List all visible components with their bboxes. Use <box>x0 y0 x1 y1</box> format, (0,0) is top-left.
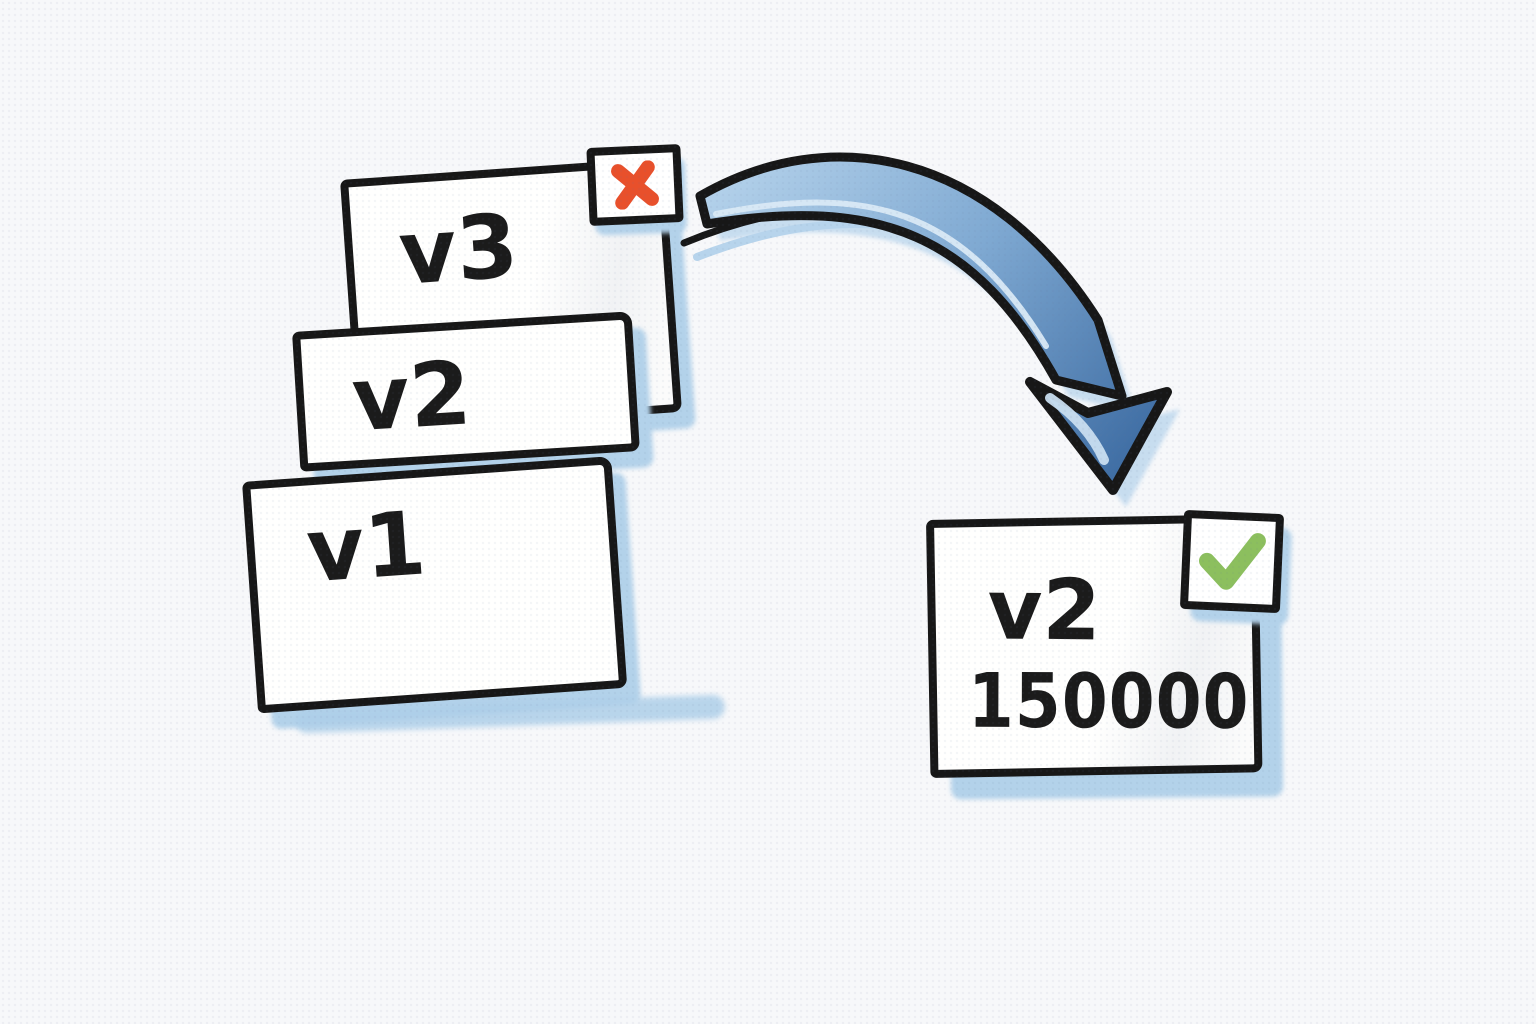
card-v1: v1 <box>242 456 628 714</box>
arrow-tail-echo-black <box>680 201 928 247</box>
arrow-drop-shadow <box>713 174 1180 507</box>
card-v1-label: v1 <box>303 491 429 603</box>
arrow-shaft <box>695 152 1127 401</box>
arrow-shaft-highlight <box>713 199 1049 349</box>
x-icon <box>611 160 659 210</box>
result-card-value: 150000 <box>967 657 1250 746</box>
card-v2: v2 <box>292 311 640 472</box>
check-icon <box>1199 532 1266 590</box>
card-v2-label: v2 <box>349 341 474 452</box>
arrow-head <box>1025 377 1172 495</box>
result-card-version-label: v2 <box>987 560 1102 660</box>
arrow-tail-echo-blue <box>693 219 886 261</box>
approved-badge <box>1179 509 1285 614</box>
arrow-head-highlight <box>1045 393 1109 465</box>
rejected-badge <box>586 143 684 227</box>
card-v3-label: v3 <box>395 193 522 305</box>
